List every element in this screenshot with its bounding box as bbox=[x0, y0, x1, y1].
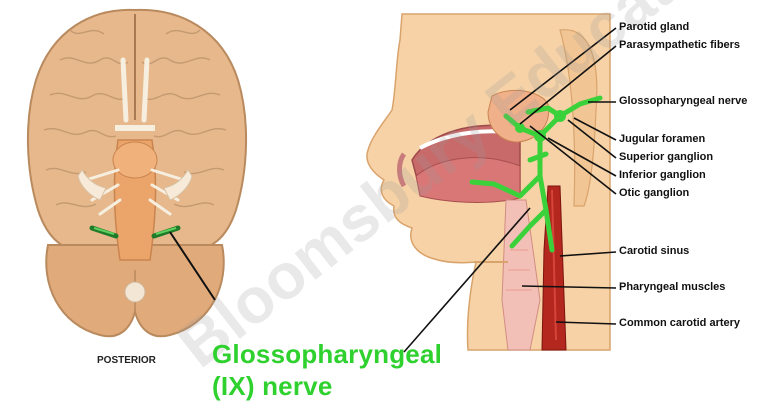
label-glossopharyngeal-nerve: Glossopharyngeal nerve bbox=[619, 95, 747, 108]
posterior-label: POSTERIOR bbox=[97, 355, 156, 366]
label-otic-ganglion: Otic ganglion bbox=[619, 187, 689, 200]
label-parotid-gland: Parotid gland bbox=[619, 21, 689, 34]
label-carotid-sinus: Carotid sinus bbox=[619, 245, 689, 258]
figure-title: Glossopharyngeal (IX) nerve bbox=[212, 338, 442, 402]
label-parasympathetic-fibers: Parasympathetic fibers bbox=[619, 39, 740, 52]
label-superior-ganglion: Superior ganglion bbox=[619, 151, 713, 164]
label-inferior-ganglion: Inferior ganglion bbox=[619, 169, 706, 182]
figure-title-line2: (IX) nerve bbox=[212, 370, 442, 402]
figure-title-line1: Glossopharyngeal bbox=[212, 338, 442, 370]
label-common-carotid-artery: Common carotid artery bbox=[619, 317, 740, 330]
label-pharyngeal-muscles: Pharyngeal muscles bbox=[619, 281, 725, 294]
label-jugular-foramen: Jugular foramen bbox=[619, 133, 705, 146]
